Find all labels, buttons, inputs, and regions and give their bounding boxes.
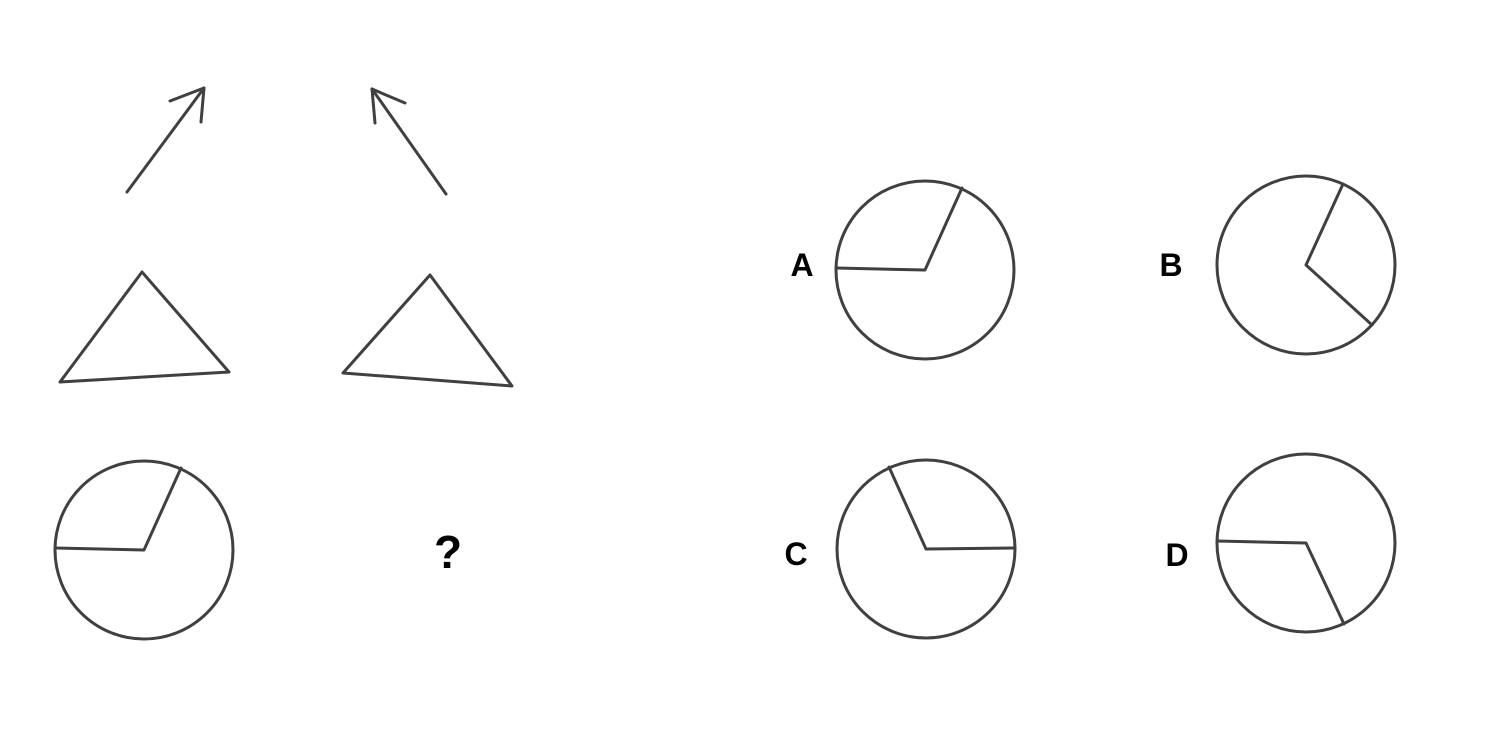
- arrow-up-right-icon: [125, 86, 206, 194]
- option-d-label[interactable]: D: [1165, 537, 1188, 573]
- option-d-sector-circle-icon[interactable]: [1215, 452, 1397, 634]
- option-b-label[interactable]: B: [1159, 247, 1182, 283]
- sector-circle-icon-given: [53, 459, 235, 641]
- question-mark: ?: [434, 526, 462, 578]
- triangle-icon-left: [58, 270, 231, 384]
- option-a-label[interactable]: A: [790, 247, 813, 283]
- arrow-up-left-icon: [370, 87, 448, 196]
- option-c-sector-circle-icon[interactable]: [835, 458, 1017, 640]
- option-c-label[interactable]: C: [784, 536, 807, 572]
- option-a-sector-circle-icon[interactable]: [834, 179, 1016, 361]
- option-b-sector-circle-icon[interactable]: [1215, 174, 1397, 356]
- triangle-icon-right: [341, 273, 514, 388]
